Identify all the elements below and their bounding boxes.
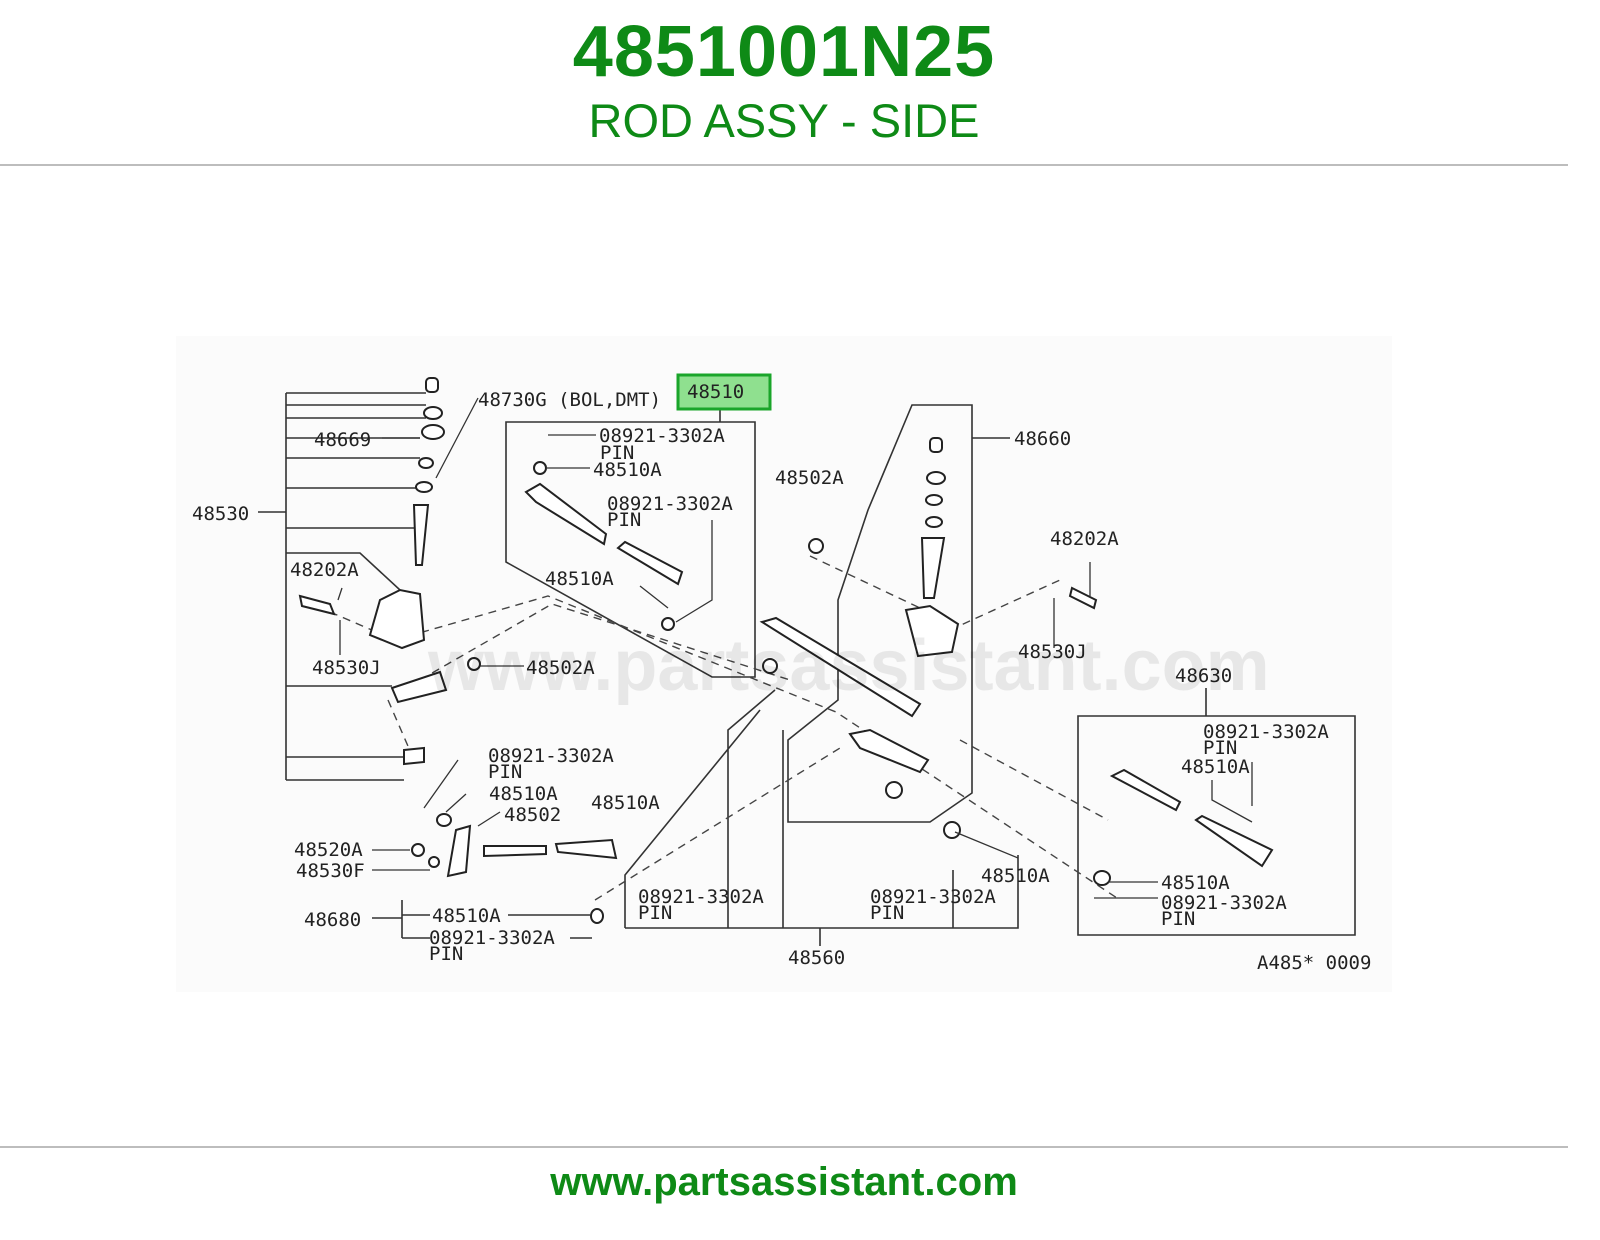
label-48669: 48669 xyxy=(314,429,371,451)
label-lb-48510a: 48510A xyxy=(489,783,558,805)
label-48202a-right: 48202A xyxy=(1050,528,1119,550)
label-top-pin2: 08921-3302A xyxy=(607,493,733,515)
label-rb-48510a: 48510A xyxy=(1181,756,1250,778)
callout-labels: 48510 48730G (BOL,DMT) 48669 48530 48202… xyxy=(192,381,1371,974)
label-ref-code: A485* 0009 xyxy=(1257,952,1371,974)
label-48510-highlight: 48510 xyxy=(687,381,744,403)
label-lb-48510a-2: 48510A xyxy=(591,792,660,814)
label-top-pin: 08921-3302A xyxy=(599,425,725,447)
label-c2-pin-sub: PIN xyxy=(870,902,904,924)
label-48502a-mid: 48502A xyxy=(526,657,595,679)
footer-divider xyxy=(0,1146,1568,1148)
header-divider xyxy=(0,164,1568,166)
label-top-pin-sub: PIN xyxy=(600,442,634,464)
label-rb-pin2-sub: PIN xyxy=(1161,908,1195,930)
label-rb-pin: 08921-3302A xyxy=(1203,721,1329,743)
part-description: ROD ASSY - SIDE xyxy=(588,94,980,147)
label-mid-48510a: 48510A xyxy=(545,568,614,590)
label-rb-48510a-2: 48510A xyxy=(1161,872,1230,894)
label-top-pin2-sub: PIN xyxy=(607,509,641,531)
label-lb-pin-sub: PIN xyxy=(488,761,522,783)
label-48530j-right: 48530J xyxy=(1018,641,1087,663)
label-lb-48502: 48502 xyxy=(504,804,561,826)
label-48520a: 48520A xyxy=(294,839,363,861)
label-lb-pin: 08921-3302A xyxy=(488,745,614,767)
label-48530f: 48530F xyxy=(296,860,365,882)
label-rb-pin-sub: PIN xyxy=(1203,737,1237,759)
label-b-48510a: 48510A xyxy=(432,905,501,927)
label-rb-pin2: 08921-3302A xyxy=(1161,892,1287,914)
footer-url[interactable]: www.partsassistant.com xyxy=(550,1160,1018,1204)
label-c2-pin: 08921-3302A xyxy=(870,886,996,908)
label-b-pin-sub: PIN xyxy=(429,943,463,965)
parts-diagram: 48510 48730G (BOL,DMT) 48669 48530 48202… xyxy=(176,336,1392,992)
label-b-pin: 08921-3302A xyxy=(429,927,555,949)
label-top-48510a: 48510A xyxy=(593,459,662,481)
label-48202a-left: 48202A xyxy=(290,559,359,581)
label-48660: 48660 xyxy=(1014,428,1071,450)
label-48530j-left: 48530J xyxy=(312,657,381,679)
label-c-pin-sub: PIN xyxy=(638,902,672,924)
label-c-pin: 08921-3302A xyxy=(638,886,764,908)
leader-lines xyxy=(337,397,1253,899)
highlight-box xyxy=(676,373,772,411)
label-48502a-right: 48502A xyxy=(775,467,844,489)
label-48530: 48530 xyxy=(192,503,249,525)
watermark: www.partsassistant.com xyxy=(427,626,1270,706)
page-header: 4851001N25 ROD ASSY - SIDE xyxy=(0,0,1568,166)
diagram-frames xyxy=(258,392,1356,946)
label-48630: 48630 xyxy=(1175,665,1232,687)
label-c-48510a: 48510A xyxy=(981,865,1050,887)
label-48730g: 48730G (BOL,DMT) xyxy=(478,389,661,411)
diagram-background xyxy=(176,336,1392,992)
label-48680: 48680 xyxy=(304,909,361,931)
label-48560: 48560 xyxy=(788,947,845,969)
mechanical-parts xyxy=(298,377,1274,924)
part-number: 4851001N25 xyxy=(572,12,996,92)
